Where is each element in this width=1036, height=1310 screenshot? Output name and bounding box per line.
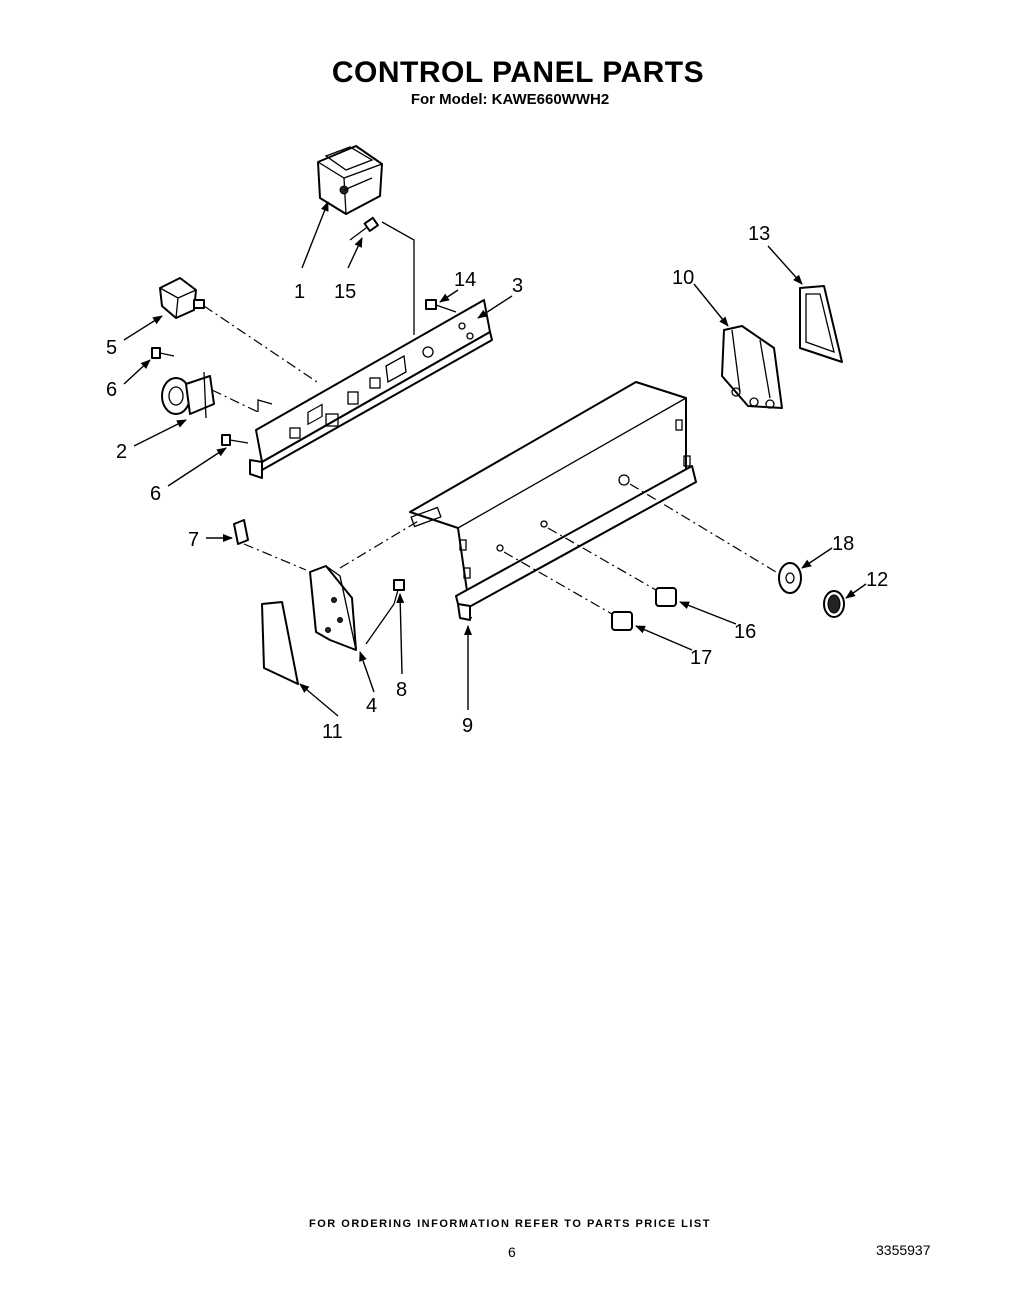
callout-3: 3 xyxy=(512,275,523,297)
part-14-screw xyxy=(425,299,457,313)
leader-2 xyxy=(133,419,187,447)
callout-2: 2 xyxy=(116,441,127,463)
callout-4: 4 xyxy=(366,695,377,717)
leader-6-lower xyxy=(167,447,227,487)
part-9-console xyxy=(409,381,697,621)
leader-14 xyxy=(439,289,459,303)
page-number: 6 xyxy=(508,1244,516,1260)
model-subtitle: For Model: KAWE660WWH2 xyxy=(410,91,610,108)
leader-16 xyxy=(679,601,737,625)
leader-1 xyxy=(301,201,329,269)
callout-5: 5 xyxy=(106,337,117,359)
leader-5 xyxy=(123,315,163,341)
callout-17: 17 xyxy=(690,647,712,669)
part-15-screw xyxy=(349,216,379,241)
part-5-switch xyxy=(159,277,205,319)
part-3-panel-bracket xyxy=(249,299,493,479)
callout-1: 1 xyxy=(294,281,305,303)
leader-4 xyxy=(359,651,375,693)
callout-15: 15 xyxy=(334,281,356,303)
callout-18: 18 xyxy=(832,533,854,555)
part-4-end-cap xyxy=(309,565,357,651)
ordering-note: FOR ORDERING INFORMATION REFER TO PARTS … xyxy=(309,1218,711,1230)
part-18-washer xyxy=(778,562,802,594)
page-title: CONTROL PANEL PARTS xyxy=(331,56,705,89)
part-13-frame xyxy=(799,285,843,363)
callout-8: 8 xyxy=(396,679,407,701)
callout-14: 14 xyxy=(454,269,476,291)
callout-9: 9 xyxy=(462,715,473,737)
leader-3 xyxy=(477,295,513,319)
leader-17 xyxy=(635,625,693,651)
leader-15 xyxy=(347,237,363,269)
callout-16: 16 xyxy=(734,621,756,643)
callout-7: 7 xyxy=(188,529,199,551)
callout-6-upper: 6 xyxy=(106,379,117,401)
leader-10 xyxy=(693,283,729,327)
part-8-screw xyxy=(365,579,405,645)
part-6-screw-lower xyxy=(221,434,249,446)
callout-6-lower: 6 xyxy=(150,483,161,505)
callout-13: 13 xyxy=(748,223,770,245)
part-6-screw-upper xyxy=(151,347,175,359)
document-number: 3355937 xyxy=(876,1242,931,1258)
leader-12 xyxy=(845,583,867,599)
leader-18 xyxy=(801,547,833,569)
leader-11 xyxy=(299,683,339,717)
part-16-button xyxy=(655,587,677,607)
leader-13 xyxy=(767,245,803,285)
part-2-pressure-switch xyxy=(161,371,215,419)
callout-12: 12 xyxy=(866,569,888,591)
part-7-clip xyxy=(233,519,249,545)
leader-8 xyxy=(396,593,405,675)
callout-10: 10 xyxy=(672,267,694,289)
part-12-knob xyxy=(823,590,845,618)
leader-6-upper xyxy=(123,359,151,385)
part-10-end-bracket xyxy=(721,325,783,409)
part-11-end-cover xyxy=(261,601,299,685)
part-1-timer xyxy=(317,145,383,215)
callout-11: 11 xyxy=(322,721,343,743)
part-17-button xyxy=(611,611,633,631)
